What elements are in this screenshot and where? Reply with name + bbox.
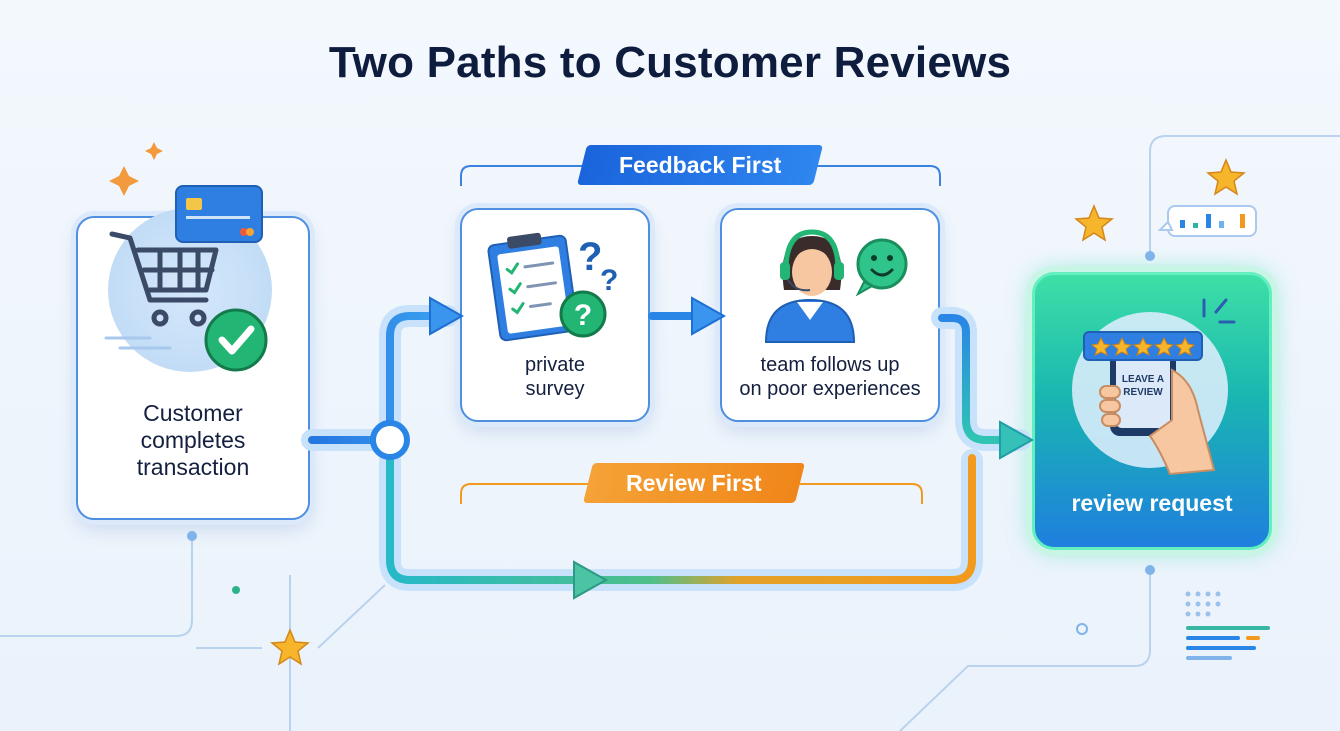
- background-dots: [187, 251, 1155, 635]
- question-mark-icon: ? ? ?: [559, 235, 618, 338]
- phone-screen-text-line: REVIEW: [1123, 386, 1163, 398]
- flow-lines: [308, 312, 1014, 584]
- data-lines-icon: [1185, 591, 1270, 660]
- clipboard-checklist-icon: [487, 232, 579, 342]
- mini-chart-icon: [1157, 205, 1257, 237]
- review-first-label: Review First: [583, 463, 805, 503]
- flow-line-to-review: [938, 314, 1014, 444]
- survey-node-label-line: private: [524, 354, 586, 376]
- diagram-title: Two Paths to Customer Reviews: [328, 38, 1012, 87]
- phone-rating-icon: [1110, 338, 1176, 436]
- start-card-illustration: [104, 185, 272, 372]
- feedback-first-text: Feedback First: [618, 152, 782, 178]
- shopping-cart-icon: [109, 231, 219, 327]
- followup-card-illustration: [764, 229, 908, 343]
- flow-glow: [301, 305, 1031, 591]
- smile-chat-icon: [855, 238, 908, 297]
- svg-text:?: ?: [578, 235, 602, 279]
- survey-card-illustration: ? ? ?: [487, 232, 618, 342]
- followup-node-label-line: on poor experiences: [739, 377, 921, 400]
- flow-line-to-survey: [308, 312, 444, 444]
- credit-card-icon: [175, 185, 263, 243]
- sparkle-icon: [109, 142, 163, 196]
- flow-line-review-first: [386, 454, 976, 584]
- review-card-illustration: [1072, 298, 1236, 476]
- review-first-bracket: [460, 483, 923, 504]
- phone-screen-text: LEAVE A REVIEW: [1116, 374, 1170, 399]
- start-node-label-line: Customer: [143, 400, 243, 426]
- review-node-label: review request: [1071, 490, 1233, 516]
- support-agent-icon: [764, 229, 856, 343]
- five-star-icon: [1083, 331, 1203, 361]
- signal-lines: [1202, 298, 1236, 324]
- survey-node-label-line: survey: [525, 377, 585, 400]
- junction-node: [370, 420, 410, 460]
- hand-icon: [1099, 368, 1216, 476]
- phone-screen-text-line: LEAVE A: [1121, 374, 1165, 385]
- flow-arrowheads: [429, 296, 1035, 600]
- svg-text:?: ?: [600, 264, 618, 297]
- review-first-text: Review First: [626, 470, 762, 496]
- start-node-label-line: transaction: [136, 454, 250, 481]
- followup-node-label-line: team follows up: [760, 354, 900, 376]
- feedback-first-label: Feedback First: [577, 145, 823, 185]
- background-circuit-lines: [0, 135, 1340, 731]
- feedback-first-bracket: [460, 165, 941, 186]
- star-icon: [270, 158, 1246, 666]
- svg-text:?: ?: [574, 299, 592, 332]
- check-circle-icon: [204, 308, 268, 372]
- start-node-label-line: completes: [140, 427, 246, 454]
